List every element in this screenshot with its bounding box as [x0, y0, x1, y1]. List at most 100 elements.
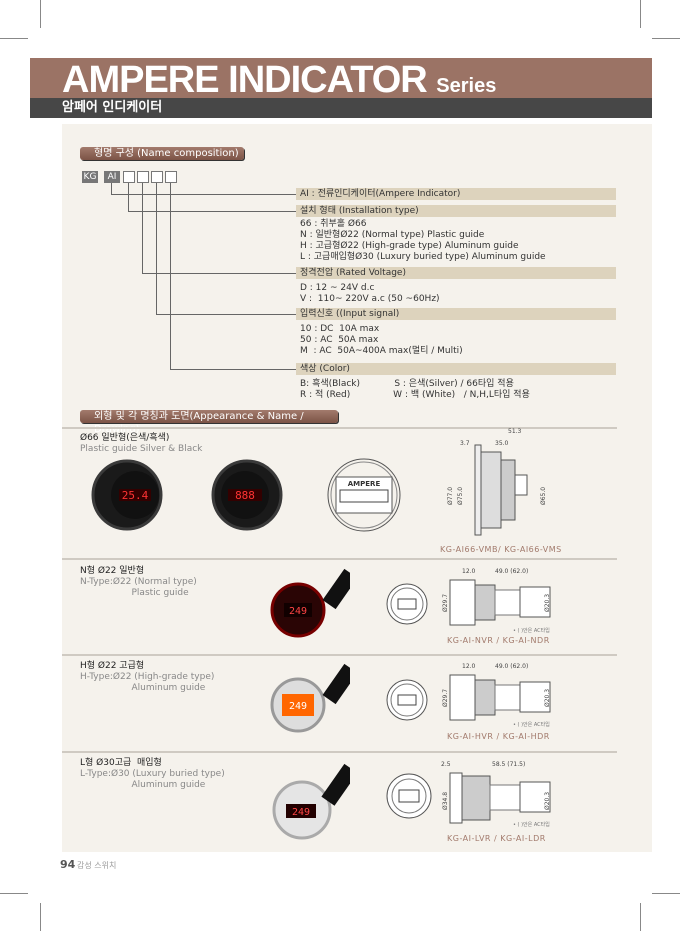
ac-note: • ( )안은 AC타입: [513, 628, 550, 634]
crop-mark: [652, 38, 680, 39]
divider: [62, 654, 617, 656]
dimension-label: 49.0 (62.0): [495, 663, 529, 670]
product-l-front-drawing: [386, 773, 432, 819]
product-66-model: KG-AI66-VMB/ KG-AI66-VMS: [440, 545, 562, 554]
color-line: R : 적 (Red) W : 백 (White) / N,H,L타입 적용: [300, 390, 530, 400]
dimension-label: Ø20.3: [544, 688, 551, 707]
tree-line: [111, 183, 112, 195]
crop-mark: [0, 38, 28, 39]
tree-line: [128, 183, 129, 212]
appearance-heading: 외형 및 각 명칭과 도면(Appearance & Name / Drawin…: [80, 410, 338, 435]
divider: [62, 751, 617, 753]
footer-brand: 감성 스위치: [77, 861, 117, 870]
code-box: [151, 171, 163, 183]
page-subtitle: 암페어 인디케이터: [30, 98, 652, 118]
product-h-photo: 249: [270, 663, 350, 733]
dimension-label: Ø65.0: [540, 486, 547, 505]
crop-mark: [640, 903, 641, 931]
product-h-info: H형 Ø22 고급형 H-Type:Ø22 (High-grade type) …: [80, 661, 214, 694]
dimension-label: Ø75.0: [457, 486, 464, 505]
tree-line: [156, 183, 157, 315]
product-title: Ø66 일반형(은색/흑색): [80, 433, 170, 443]
tree-line: [142, 183, 143, 274]
label-input-signal: 입력신호 ((Input signal): [296, 308, 616, 320]
installation-line: 66 : 취부홀 Ø66: [300, 219, 367, 229]
dimension-label: 49.0 (62.0): [495, 568, 529, 575]
tree-line: [111, 194, 296, 195]
label-rated-voltage: 정격전압 (Rated Voltage): [296, 267, 616, 279]
product-display: 249: [289, 606, 307, 617]
crop-mark: [652, 893, 680, 894]
product-n-front-drawing: [386, 583, 428, 625]
product-h-side-drawing: [449, 674, 551, 721]
tree-line: [128, 211, 296, 212]
code-box: [123, 171, 135, 183]
product-h-front-drawing: [386, 679, 428, 721]
product-l-side-drawing: [449, 772, 551, 824]
installation-line: L : 고급매입형Ø30 (Luxury buried type) Alumin…: [300, 252, 546, 262]
product-l-photo: 249: [272, 763, 350, 840]
crop-mark: [640, 0, 641, 28]
dimension-label: Ø29.7: [442, 688, 449, 707]
front-label: AMPERE: [348, 480, 381, 488]
svg-text:888: 888: [235, 489, 255, 502]
dimension-label: Ø29.7: [442, 593, 449, 612]
dimension-label: 12.0: [462, 663, 476, 670]
input-line: 10 : DC 10A max: [300, 324, 380, 334]
product-66-photo: 25.4 888: [91, 459, 283, 531]
input-line: M : AC 50A~400A max(멀티 / Multi): [300, 346, 463, 356]
product-desc: Plastic guide Silver & Black: [80, 444, 203, 454]
label-color: 색상 (Color): [296, 363, 616, 375]
product-title: L형 Ø30고급 매입형: [80, 758, 162, 768]
tree-line: [142, 273, 296, 274]
dimension-label: 12.0: [462, 568, 476, 575]
label-installation-type: 설치 형태 (Installation type): [296, 205, 616, 217]
code-box: [137, 171, 149, 183]
crop-mark: [0, 893, 28, 894]
dimension-label: 35.0: [495, 440, 509, 447]
ac-note: • ( )안은 AC타입: [513, 722, 550, 728]
product-title: H형 Ø22 고급형: [80, 661, 145, 671]
dimension-label: Ø20.3: [544, 593, 551, 612]
product-n-model: KG-AI-NVR / KG-AI-NDR: [447, 636, 550, 645]
dimension-label: 2.5: [441, 761, 451, 768]
name-composition-heading: 형명 구성 (Name composition): [80, 147, 244, 160]
product-l-info: L형 Ø30고급 매입형 L-Type:Ø30 (Luxury buried t…: [80, 758, 225, 791]
dimension-label: 58.5 (71.5): [492, 761, 526, 768]
dimension-label: 51.3: [508, 428, 522, 435]
product-66-info: Ø66 일반형(은색/흑색) Plastic guide Silver & Bl…: [80, 433, 202, 455]
product-66-side-drawing: [474, 444, 528, 536]
product-n-side-drawing: [449, 579, 551, 626]
divider: [62, 558, 617, 560]
product-n-photo: 249: [270, 568, 350, 638]
dimension-label: 3.7: [460, 440, 470, 447]
crop-mark: [40, 903, 41, 931]
header-band: [30, 58, 652, 98]
voltage-line: V : 110~ 220V a.c (50 ~60Hz): [300, 294, 440, 304]
dimension-label: Ø77.0: [447, 486, 454, 505]
label-ampere-indicator: AI : 전류인디케이터(Ampere Indicator): [296, 188, 616, 200]
product-title: N형 Ø22 일반형: [80, 566, 145, 576]
product-66-display: 25.4: [122, 489, 149, 502]
product-desc: N-Type:Ø22 (Normal type): [80, 577, 197, 587]
product-desc: Aluminum guide: [131, 683, 206, 693]
installation-line: N : 일반형Ø22 (Normal type) Plastic guide: [300, 230, 485, 240]
code-box-kg: KG: [82, 171, 98, 183]
product-h-model: KG-AI-HVR / KG-AI-HDR: [447, 732, 550, 741]
voltage-line: D : 12 ~ 24V d.c: [300, 283, 375, 293]
dimension-label: Ø34.8: [442, 791, 449, 810]
product-n-info: N형 Ø22 일반형 N-Type:Ø22 (Normal type) Plas…: [80, 566, 197, 599]
dimension-label: Ø20.3: [544, 791, 551, 810]
code-box-ai: AI: [104, 171, 120, 183]
crop-mark: [40, 0, 41, 28]
product-desc: Plastic guide: [131, 588, 189, 598]
tree-line: [170, 183, 171, 370]
installation-line: H : 고급형Ø22 (High-grade type) Aluminum gu…: [300, 241, 519, 251]
product-66-front-drawing: AMPERE: [327, 458, 401, 532]
page-number: 94: [60, 858, 76, 871]
divider: [62, 427, 617, 429]
title-suffix: Series: [436, 75, 497, 97]
code-box: [165, 171, 177, 183]
input-line: 50 : AC 50A max: [300, 335, 379, 345]
product-display: 249: [292, 807, 310, 818]
